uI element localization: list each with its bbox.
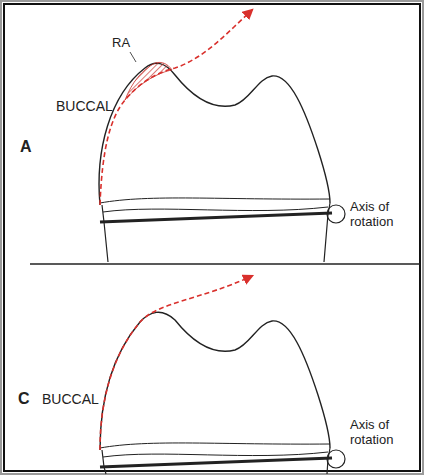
surface-label: BUCCAL xyxy=(56,98,113,114)
panel-letter: C xyxy=(18,390,30,408)
reduction-area xyxy=(125,62,172,100)
area-label: RA xyxy=(112,36,130,51)
panel-c-tooth xyxy=(100,312,345,474)
surface-label: BUCCAL xyxy=(42,391,99,407)
panel-a-tooth xyxy=(30,52,420,264)
axis-label: Axis of rotation xyxy=(350,418,393,448)
path-of-withdrawal xyxy=(100,276,252,450)
path-of-withdrawal xyxy=(100,10,252,205)
axis-label: Axis of rotation xyxy=(350,200,393,230)
panel-letter: A xyxy=(20,138,32,156)
inner-frame xyxy=(4,4,420,471)
